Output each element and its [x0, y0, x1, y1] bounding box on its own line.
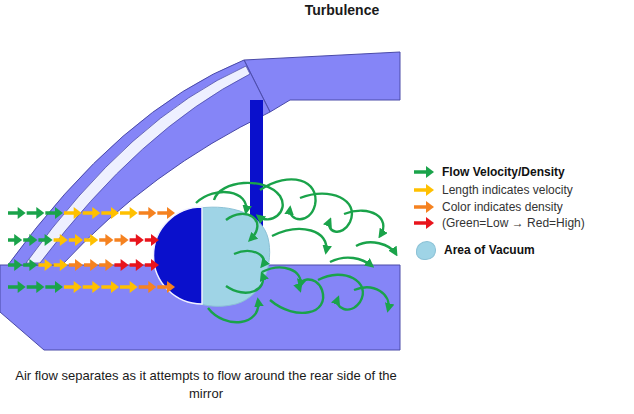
legend-arrow	[414, 200, 434, 214]
flow-arrow	[8, 207, 26, 219]
legend-arrow-shape	[414, 184, 434, 196]
flow-arrow	[54, 259, 68, 271]
legend-row: Color indicates density	[414, 198, 563, 216]
mirror-housing	[154, 207, 203, 304]
flow-arrow	[27, 207, 45, 219]
flow-arrow	[145, 234, 159, 246]
legend-arrow	[414, 165, 434, 179]
flow-arrow	[69, 234, 83, 246]
vacuum-area	[200, 207, 270, 306]
turbulence-swirls	[196, 179, 396, 322]
flow-arrow	[120, 281, 138, 293]
flow-arrow	[84, 234, 98, 246]
flow-arrow	[157, 281, 175, 293]
flow-arrow	[64, 207, 82, 219]
caption: Air flow separates as it attempts to flo…	[0, 367, 412, 403]
flow-arrow	[145, 259, 159, 271]
legend-text: Color indicates density	[442, 200, 563, 214]
flow-arrow	[130, 259, 144, 271]
flow-arrow	[8, 234, 22, 246]
flow-arrow	[83, 281, 101, 293]
legend-row: Flow Velocity/Density	[414, 163, 565, 181]
flow-arrow	[84, 259, 98, 271]
flow-arrow	[69, 259, 83, 271]
flow-arrow	[83, 207, 101, 219]
legend-arrow-shape	[414, 217, 434, 229]
flow-arrow	[101, 207, 119, 219]
flow-arrow	[8, 259, 22, 271]
flow-arrow	[45, 281, 63, 293]
flow-arrow	[139, 281, 157, 293]
flow-arrow	[157, 207, 175, 219]
legend-arrow	[414, 216, 434, 230]
legend-row: Length indicates velocity	[414, 181, 573, 199]
flow-arrow	[38, 234, 52, 246]
flow-arrow	[54, 234, 68, 246]
legend-arrow-shape	[414, 201, 434, 213]
flow-arrow	[101, 281, 119, 293]
legend-swatch	[416, 241, 436, 260]
legend-text: Flow Velocity/Density	[442, 165, 565, 179]
flow-arrow	[64, 281, 82, 293]
flow-arrow	[23, 234, 37, 246]
legend-row: Area of Vacuum	[414, 241, 535, 259]
flow-arrow	[45, 207, 63, 219]
legend-text: Area of Vacuum	[444, 243, 535, 257]
legend-text: (Green=Low → Red=High)	[442, 216, 585, 230]
roof-block	[244, 52, 400, 112]
flow-arrow	[38, 259, 52, 271]
flow-arrows	[8, 207, 175, 293]
legend-arrow-shape	[414, 166, 434, 178]
flow-arrow	[27, 281, 45, 293]
flow-arrow	[130, 234, 144, 246]
flow-arrow	[99, 259, 113, 271]
flow-arrow	[99, 234, 113, 246]
legend-row: (Green=Low → Red=High)	[414, 214, 585, 232]
flow-arrow	[139, 207, 157, 219]
flow-arrow	[114, 234, 128, 246]
flow-arrow	[23, 259, 37, 271]
legend-arrow	[414, 183, 434, 197]
title: Turbulence	[0, 2, 634, 18]
flow-arrow	[120, 207, 138, 219]
flow-arrow	[8, 281, 26, 293]
legend-text: Length indicates velocity	[442, 183, 573, 197]
flow-arrow	[114, 259, 128, 271]
